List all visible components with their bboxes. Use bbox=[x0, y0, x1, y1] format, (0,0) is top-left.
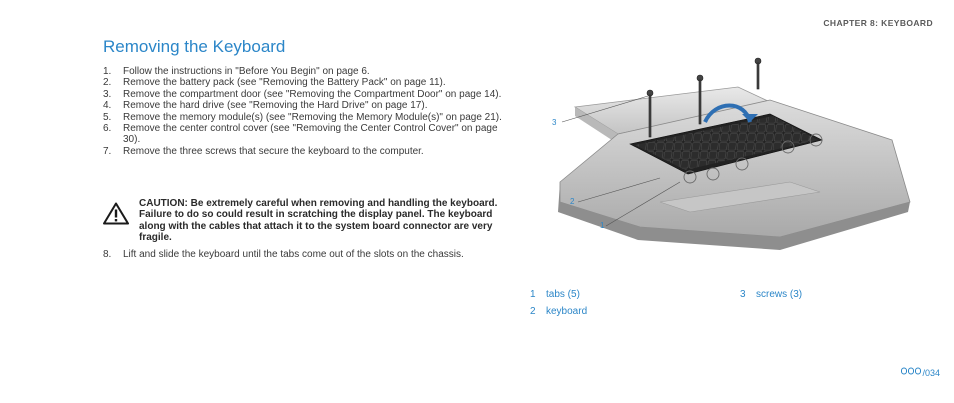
step-item: 1. Follow the instructions in "Before You… bbox=[103, 66, 508, 77]
step-number: 4. bbox=[103, 100, 112, 112]
step-text: Remove the hard drive (see "Removing the… bbox=[123, 100, 428, 112]
legend-label: screws (3) bbox=[756, 289, 803, 300]
callout-label: 2 bbox=[570, 197, 575, 206]
step-number: 6. bbox=[103, 123, 112, 135]
step-item: 3. Remove the compartment door (see "Remo… bbox=[103, 89, 508, 100]
step-number: 5. bbox=[103, 111, 112, 123]
page-number-text: /034 bbox=[922, 368, 940, 378]
step-number: 3. bbox=[103, 88, 112, 100]
step-text: Remove the memory module(s) (see "Removi… bbox=[123, 111, 502, 123]
step-number: 1. bbox=[103, 66, 112, 77]
step-item: 5. Remove the memory module(s) (see "Remo… bbox=[103, 112, 508, 123]
legend-item: 3 screws (3) bbox=[740, 289, 802, 300]
step-item: 7. Remove the three screws that secure th… bbox=[103, 146, 508, 157]
step-text: Lift and slide the keyboard until the ta… bbox=[123, 249, 464, 260]
legend-label: keyboard bbox=[546, 306, 588, 317]
step-text: Follow the instructions in "Before You B… bbox=[123, 66, 370, 77]
page-number: /034 bbox=[901, 367, 940, 378]
chapter-header: CHAPTER 8: KEYBOARD bbox=[823, 18, 933, 28]
step-text: Remove the three screws that secure the … bbox=[123, 145, 424, 157]
step-text: Remove the compartment door (see "Removi… bbox=[123, 88, 502, 100]
step-text: Remove the center control cover (see "Re… bbox=[123, 123, 498, 146]
legend-item: 2 keyboard bbox=[530, 306, 587, 317]
page-title: Removing the Keyboard bbox=[103, 37, 286, 56]
legend-number: 1 bbox=[530, 289, 536, 300]
legend-number: 2 bbox=[530, 306, 536, 317]
legend-number: 3 bbox=[740, 289, 746, 300]
laptop-keyboard-illustration: 3 2 1 bbox=[520, 52, 915, 257]
step-text: Remove the battery pack (see "Removing t… bbox=[123, 77, 446, 89]
step-item: 8. Lift and slide the keyboard until the … bbox=[103, 249, 508, 260]
caution-note: CAUTION: Be extremely careful when remov… bbox=[103, 198, 508, 244]
alienware-logo-icon bbox=[901, 367, 922, 375]
steps-list: 1. Follow the instructions in "Before You… bbox=[103, 66, 508, 157]
warning-triangle-icon bbox=[103, 198, 139, 244]
step-item: 2. Remove the battery pack (see "Removing… bbox=[103, 77, 508, 88]
step-item: 4. Remove the hard drive (see "Removing t… bbox=[103, 100, 508, 111]
step-number: 8. bbox=[103, 249, 112, 260]
step-number: 7. bbox=[103, 145, 112, 157]
step-item: 6. Remove the center control cover (see "… bbox=[103, 123, 508, 146]
step-number: 2. bbox=[103, 77, 112, 89]
caution-text: CAUTION: Be extremely careful when remov… bbox=[139, 198, 498, 244]
callout-label: 3 bbox=[552, 118, 557, 127]
callout-label: 1 bbox=[600, 221, 605, 230]
legend-label: tabs (5) bbox=[546, 289, 580, 300]
legend-item: 1 tabs (5) bbox=[530, 289, 580, 300]
